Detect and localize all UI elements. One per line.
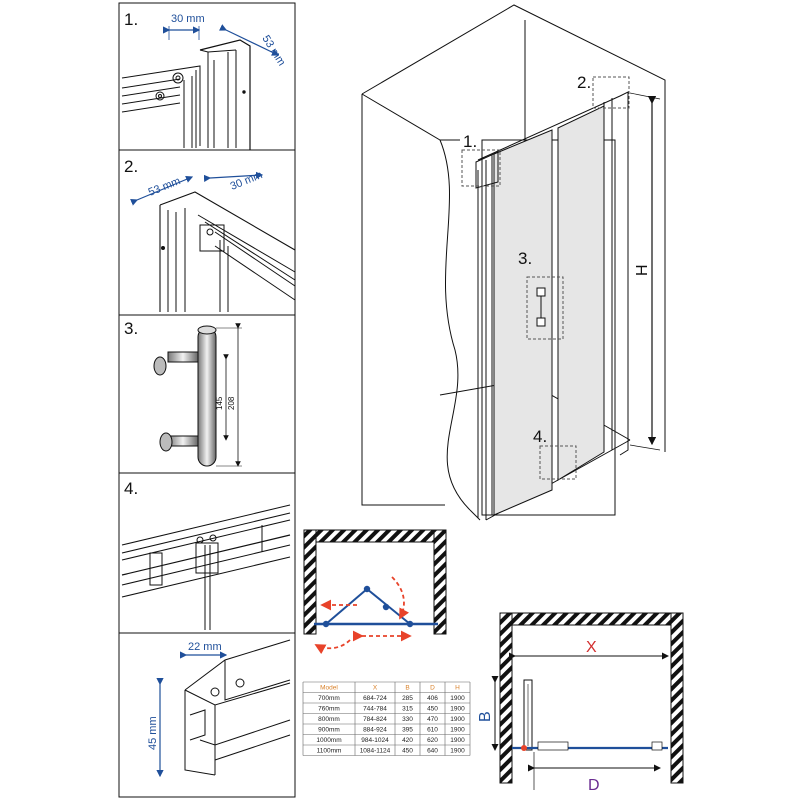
table-cell: 450 — [402, 748, 413, 755]
callout-box-3 — [526, 276, 564, 340]
detail-panel-3: 3. 145 208 — [118, 314, 296, 474]
table-cell: 760mm — [318, 706, 340, 713]
callout-label-2: 2. — [577, 73, 591, 92]
table-cell: 1900 — [450, 748, 465, 755]
plan-d-label: D — [588, 777, 600, 794]
shower-enclosure-3d — [361, 4, 666, 521]
table-cell: 800mm — [318, 716, 340, 723]
door-handle-drawing — [153, 325, 217, 467]
table-cell: 620 — [427, 737, 438, 744]
table-cell: 406 — [427, 695, 438, 702]
callout-label-3: 3. — [518, 249, 532, 268]
table-header-cell: B — [405, 685, 409, 692]
table-cell: 1900 — [450, 727, 465, 734]
height-label: H — [634, 264, 651, 276]
dim-profile-width: 22 mm — [188, 641, 222, 653]
table-cell: 984-1024 — [361, 737, 389, 744]
step-number-1: 1. — [124, 10, 138, 29]
table-cell: 640 — [427, 748, 438, 755]
step-number-4: 4. — [124, 479, 138, 498]
callout-label-4: 4. — [533, 427, 547, 446]
table-cell: 784-824 — [363, 716, 387, 723]
dim-profile-height: 45 mm — [147, 716, 159, 750]
table-cell: 1000mm — [316, 737, 341, 744]
plan-view: X B D — [477, 612, 684, 794]
step-number-3: 3. — [124, 319, 138, 338]
table-cell: 900mm — [318, 727, 340, 734]
table-cell: 610 — [427, 727, 438, 734]
detail-panel-2: 2. 53 mm 30 mm — [118, 149, 296, 316]
dim-handle-spacing: 145 — [215, 396, 224, 410]
table-cell: 1900 — [450, 695, 465, 702]
main-callouts — [461, 76, 630, 480]
table-cell: 1900 — [450, 706, 465, 713]
table-header-cell: H — [455, 685, 460, 692]
table-cell: 420 — [402, 737, 413, 744]
table-cell: 330 — [402, 716, 413, 723]
callout-box-2 — [592, 76, 630, 109]
table-cell: 744-784 — [363, 706, 387, 713]
table-cell: 1084-1124 — [360, 748, 391, 755]
table-cell: 700mm — [318, 695, 340, 702]
detail-panel-4: 4. — [118, 472, 296, 634]
profile-section-drawing — [184, 639, 291, 776]
table-header-cell: D — [430, 685, 435, 692]
table-cell: 395 — [402, 727, 413, 734]
fold-arrows — [314, 576, 412, 655]
bottom-track-drawing — [121, 504, 291, 630]
dim-frame-width-1: 30 mm — [171, 13, 205, 25]
table-cell: 1900 — [450, 716, 465, 723]
table-cell: 1100mm — [317, 748, 342, 755]
size-table: Model X B D H 700mm 684-724 285 406 1900 760mm 744-… — [302, 681, 471, 756]
plan-b-label: B — [477, 711, 494, 722]
table-header-cell: Model — [320, 685, 338, 692]
detail-panel-5: 22 mm 45 mm — [118, 632, 296, 798]
callout-box-4 — [539, 445, 577, 480]
dim-handle-length: 208 — [227, 396, 236, 410]
callout-label-1: 1. — [463, 132, 477, 151]
table-cell: 884-924 — [363, 727, 387, 734]
detail-panel-1: 1. 30 mm 53 mm — [118, 2, 296, 151]
step-number-2: 2. — [124, 157, 138, 176]
table-cell: 684-724 — [363, 695, 387, 702]
table-cell: 1900 — [450, 737, 465, 744]
table-cell: 285 — [402, 695, 413, 702]
table-header-cell: X — [373, 685, 378, 692]
table-cell: 450 — [427, 706, 438, 713]
frame-corner-drawing-2 — [159, 191, 296, 312]
table-cell: 470 — [427, 716, 438, 723]
callout-box-1 — [461, 149, 501, 187]
plan-x-label: X — [586, 639, 597, 656]
table-cell: 315 — [402, 706, 413, 713]
fold-diagram — [303, 529, 447, 655]
